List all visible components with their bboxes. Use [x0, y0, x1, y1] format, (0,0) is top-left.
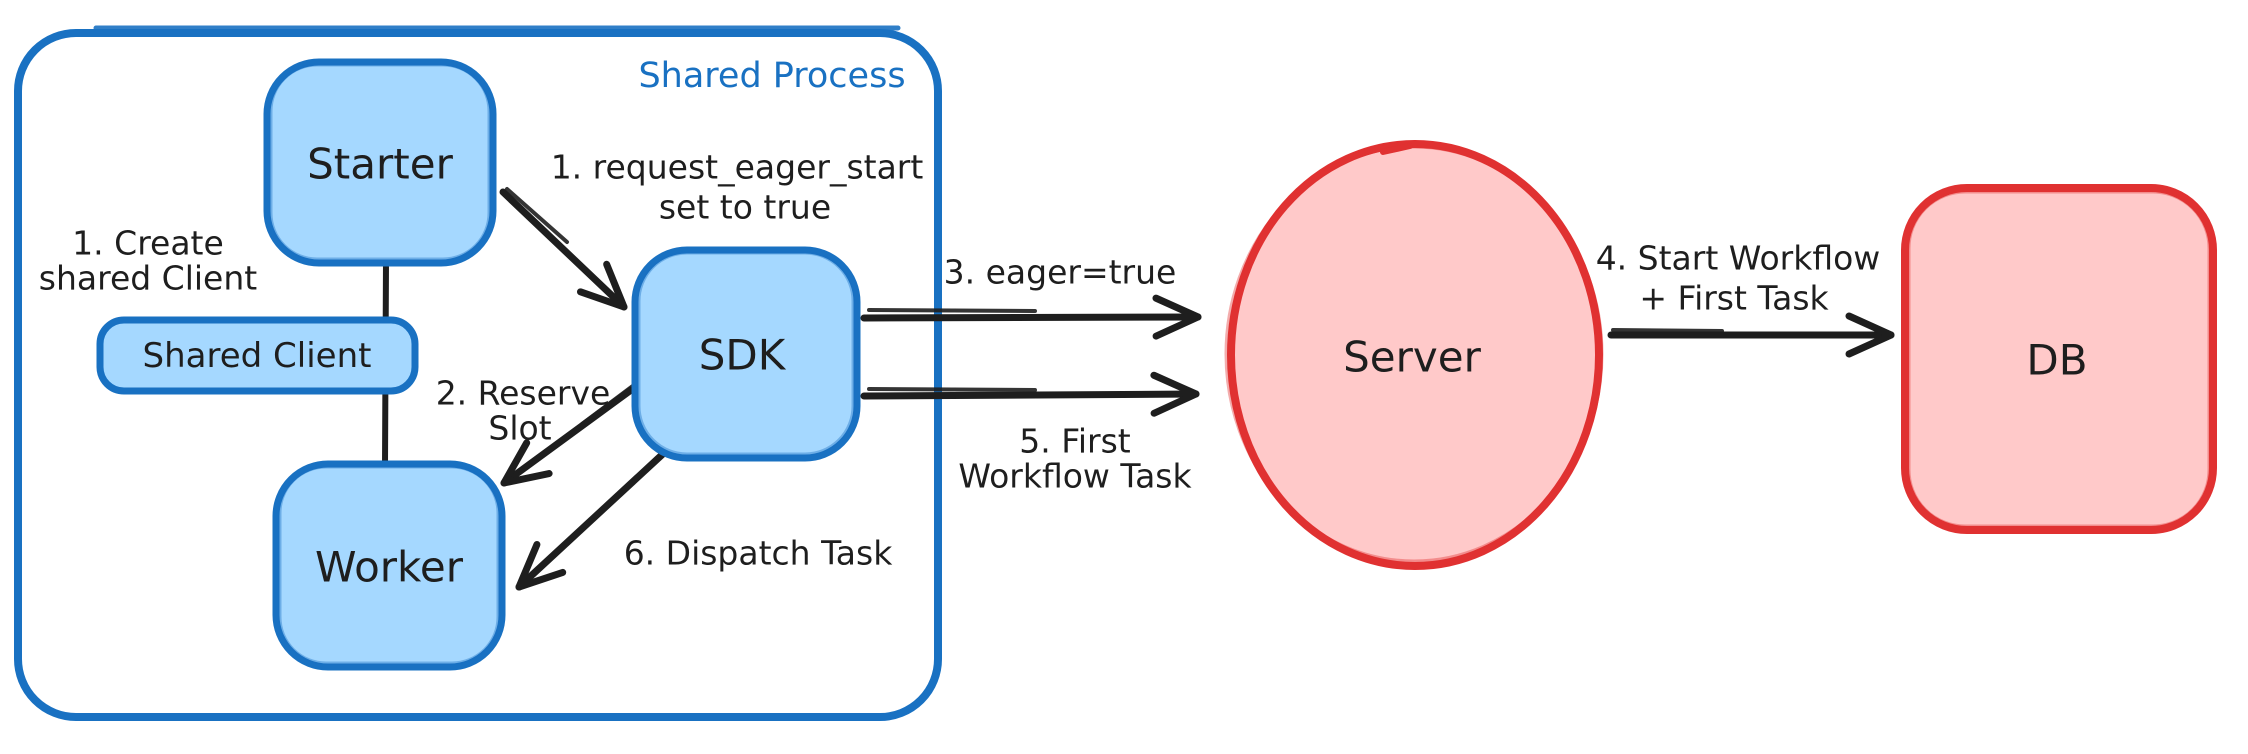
shared-client-node [96, 316, 419, 395]
starter-node-overdraw [269, 63, 491, 261]
server-node-sketch-notch [1380, 143, 1413, 155]
arrow-first-workflow-task [860, 371, 1200, 417]
annotation-create-client-line2: shared Client [39, 259, 258, 298]
annotation-start-workflow-line1: 4. Start Workflow [1596, 239, 1881, 278]
arrow-first-workflow-task-overdraw [867, 387, 1037, 392]
arrow-dispatch-task [515, 448, 669, 591]
annotation-create-client-line1: 1. Create [72, 224, 224, 263]
annotation-first-workflow-task-line1: 5. First [1019, 422, 1130, 461]
arrow-eager-true-overdraw [867, 308, 1037, 313]
arrow-request-eager-start [499, 188, 628, 311]
arrow-eager-true [860, 294, 1202, 340]
shared-process-container [14, 29, 942, 721]
annotation-request-eager-start-line1: 1. request_eager_start [551, 148, 924, 187]
annotation-start-workflow-line2: + First Task [1639, 279, 1829, 318]
annotation-dispatch-task: 6. Dispatch Task [624, 534, 894, 573]
annotation-request-eager-start-line2: set to true [659, 188, 831, 227]
annotation-reserve-slot-line2: Slot [488, 409, 551, 448]
server-label: Server [1343, 333, 1481, 382]
worker-node [272, 460, 506, 671]
sdk-label: SDK [699, 331, 787, 380]
shared-process-label: Shared Process [638, 56, 905, 96]
worker-label: Worker [315, 543, 464, 592]
arrow-reserve-slot-overdraw [580, 383, 636, 426]
annotation-first-workflow-task-line2: Workflow Task [958, 457, 1192, 496]
db-node [1901, 184, 2217, 534]
arrow-request-eager-start-overdraw [505, 187, 569, 244]
sdk-node-overdraw [637, 251, 855, 456]
arrow-start-workflow-overdraw [1611, 328, 1724, 333]
annotation-reserve-slot-line1: 2. Reserve [436, 374, 611, 413]
server-node [1227, 140, 1603, 570]
server-node-overdraw [1224, 145, 1604, 563]
sdk-node [631, 246, 861, 462]
shared-client-label: Shared Client [143, 336, 372, 376]
annotation-eager-true: 3. eager=true [944, 253, 1177, 292]
starter-node [263, 58, 497, 267]
db-label: DB [2026, 336, 2087, 385]
worker-node-overdraw [278, 465, 500, 665]
db-node-overdraw [1907, 190, 2211, 528]
starter-label: Starter [307, 140, 453, 189]
